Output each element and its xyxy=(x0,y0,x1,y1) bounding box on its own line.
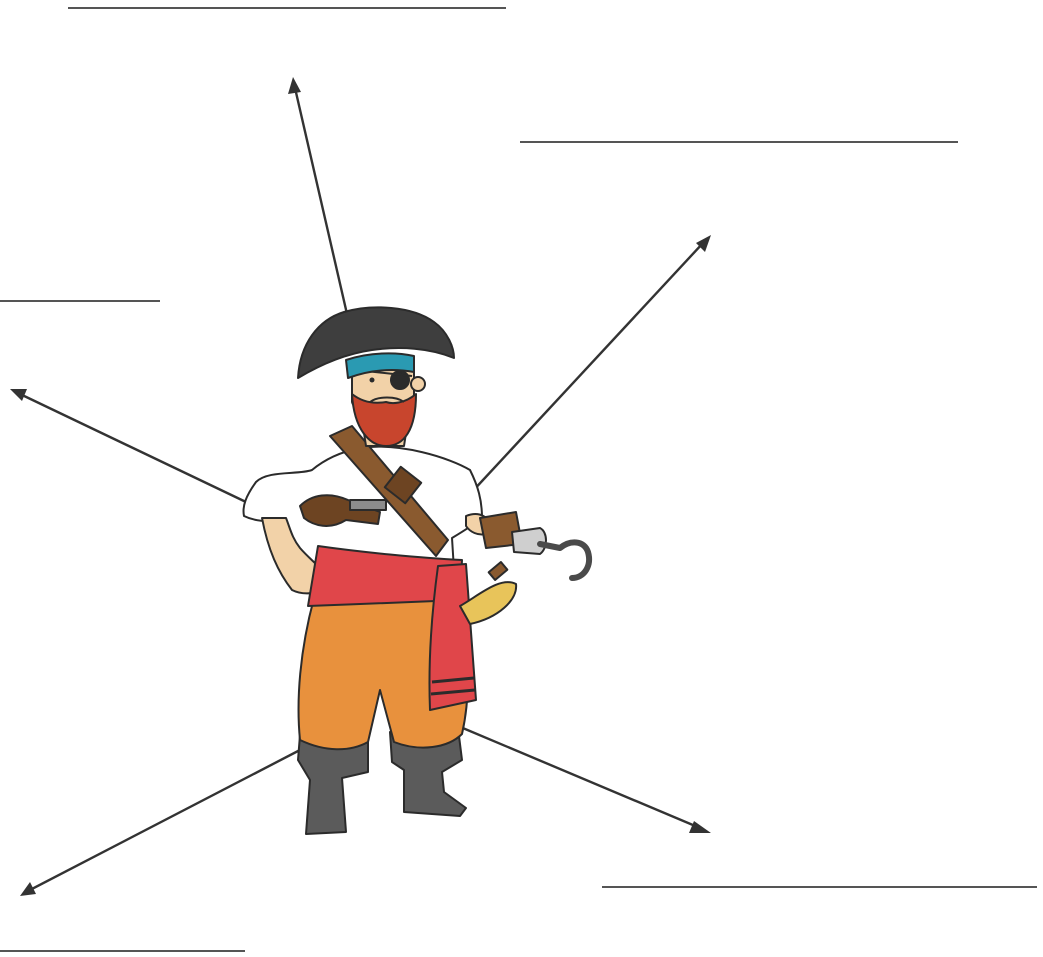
ear xyxy=(411,377,425,391)
arrow-icon xyxy=(689,821,711,833)
sash-tail xyxy=(429,564,476,710)
eye xyxy=(370,378,375,383)
pirate-illustration xyxy=(244,307,590,834)
arrow-pants xyxy=(458,726,711,833)
arrow-shirt xyxy=(10,389,246,502)
arrow-boots xyxy=(20,750,300,896)
answer-blanks xyxy=(0,8,1037,951)
pistol-icon xyxy=(300,495,386,526)
arrow-hat xyxy=(288,77,347,314)
arrow-icon xyxy=(288,77,301,94)
arrow-icon xyxy=(10,389,27,401)
hook-icon xyxy=(512,528,589,578)
arrow-hook xyxy=(470,235,711,494)
